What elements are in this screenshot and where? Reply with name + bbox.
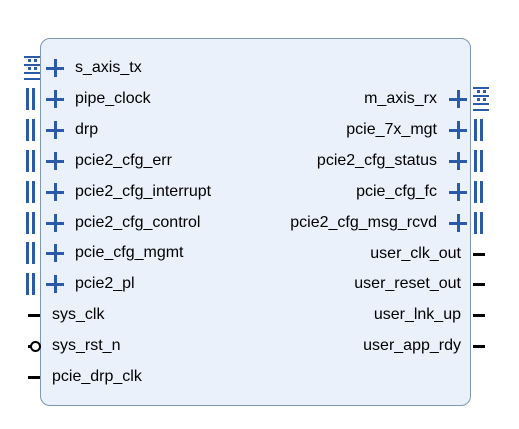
port-label-m-axis-rx: m_axis_rx [364, 90, 437, 107]
port-pin-user-app-rdy[interactable] [473, 345, 485, 348]
port-label-pipe-clock: pipe_clock [75, 90, 151, 107]
port-label-pcie2-cfg-err: pcie2_cfg_err [75, 152, 172, 169]
port-pin-sys-clk[interactable] [28, 314, 40, 317]
port-label-user-lnk-up: user_lnk_up [373, 306, 461, 323]
port-pin-user-clk-out[interactable] [473, 253, 485, 256]
bus-interface-icon [24, 150, 38, 172]
bus-interface-icon [472, 150, 486, 172]
inverted-pin-bubble-icon [30, 341, 41, 352]
axis-interface-icon [24, 56, 40, 80]
port-label-pcie-7x-mgt: pcie_7x_mgt [346, 121, 437, 138]
port-label-pcie2-pl: pcie2_pl [75, 275, 135, 292]
bus-interface-icon [24, 88, 38, 110]
port-pin-user-reset-out[interactable] [473, 283, 485, 286]
expand-icon[interactable] [449, 214, 467, 232]
expand-icon[interactable] [449, 121, 467, 139]
ip-block[interactable] [40, 38, 471, 406]
bus-interface-icon [24, 181, 38, 203]
expand-icon[interactable] [449, 183, 467, 201]
port-label-sys-rst-n: sys_rst_n [52, 337, 121, 354]
bus-interface-icon [472, 119, 486, 141]
port-label-pcie-drp-clk: pcie_drp_clk [52, 368, 142, 385]
port-label-pcie-cfg-mgmt: pcie_cfg_mgmt [75, 244, 184, 261]
expand-icon[interactable] [46, 121, 64, 139]
expand-icon[interactable] [46, 244, 64, 262]
port-label-pcie2-cfg-interrupt: pcie2_cfg_interrupt [75, 183, 212, 200]
port-pin-pcie-drp-clk[interactable] [28, 376, 40, 379]
port-label-drp: drp [75, 121, 99, 138]
expand-icon[interactable] [449, 152, 467, 170]
bus-interface-icon [24, 119, 38, 141]
bus-interface-icon [472, 212, 486, 234]
axis-interface-icon [473, 87, 489, 111]
port-label-sys-clk: sys_clk [52, 306, 105, 323]
port-label-pcie2-cfg-control: pcie2_cfg_control [75, 214, 201, 231]
bus-interface-icon [24, 242, 38, 264]
expand-icon[interactable] [46, 59, 64, 77]
port-label-pcie-cfg-fc: pcie_cfg_fc [356, 183, 437, 200]
expand-icon[interactable] [46, 183, 64, 201]
port-pin-user-lnk-up[interactable] [473, 314, 485, 317]
expand-icon[interactable] [46, 90, 64, 108]
expand-icon[interactable] [449, 90, 467, 108]
bus-interface-icon [472, 181, 486, 203]
bus-interface-icon [24, 273, 38, 295]
port-label-pcie2-cfg-msg-rcvd: pcie2_cfg_msg_rcvd [290, 214, 437, 231]
port-label-pcie2-cfg-status: pcie2_cfg_status [316, 152, 437, 169]
port-label-user-app-rdy: user_app_rdy [363, 337, 461, 354]
expand-icon[interactable] [46, 214, 64, 232]
bus-interface-icon [24, 212, 38, 234]
expand-icon[interactable] [46, 275, 64, 293]
port-label-s-axis-tx: s_axis_tx [75, 59, 142, 76]
port-label-user-clk-out: user_clk_out [370, 245, 461, 262]
expand-icon[interactable] [46, 152, 64, 170]
port-label-user-reset-out: user_reset_out [354, 275, 461, 292]
